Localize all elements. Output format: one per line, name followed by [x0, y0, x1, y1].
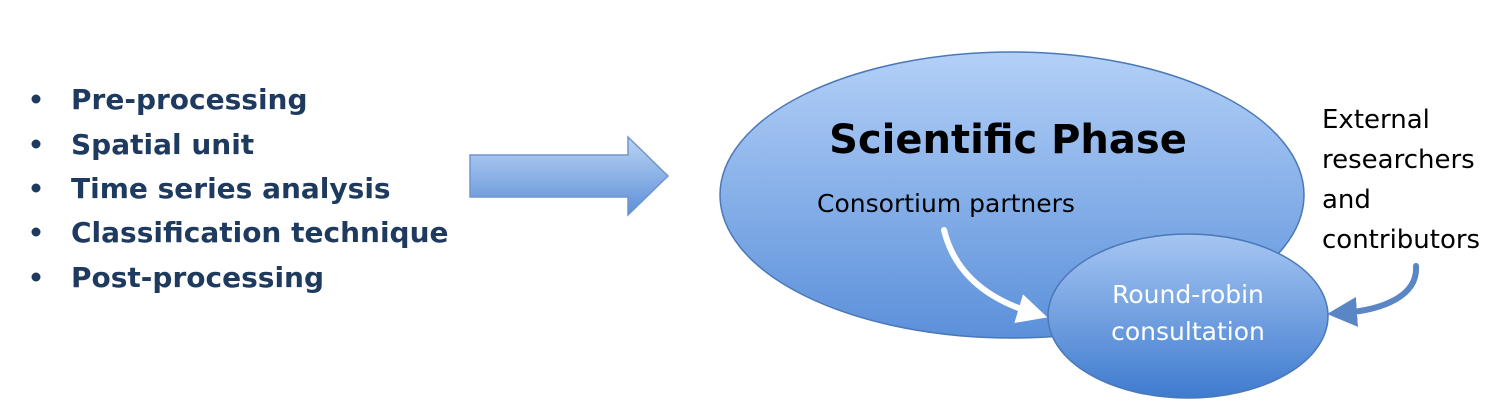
external-label-line: External	[1322, 105, 1430, 135]
bullet-dot	[31, 139, 41, 149]
bullet-label: Post-processing	[71, 261, 324, 294]
bullet-list: Pre-processing Spatial unit Time series …	[31, 83, 449, 294]
external-label-line: researchers	[1322, 145, 1475, 175]
bullet-label: Spatial unit	[71, 128, 254, 161]
bullet-dot	[31, 272, 41, 282]
bullet-item: Time series analysis	[31, 172, 391, 205]
bullet-label: Time series analysis	[71, 172, 391, 205]
scientific-phase-title: Scientific Phase	[829, 117, 1187, 163]
bullet-item: Post-processing	[31, 261, 324, 294]
round-robin-ellipse	[1047, 233, 1329, 399]
bullet-label: Classification technique	[71, 216, 449, 249]
right-arrow-icon	[469, 135, 670, 217]
curved-arrow-internal-icon	[941, 227, 1048, 324]
external-label-line: and	[1322, 185, 1371, 215]
round-robin-line-1: Round-robin	[1112, 280, 1264, 309]
bullet-dot	[31, 227, 41, 237]
external-label: External researchers and contributors	[1322, 105, 1480, 255]
bullet-item: Classification technique	[31, 216, 449, 249]
bullet-label: Pre-processing	[71, 83, 308, 116]
bullet-item: Spatial unit	[31, 128, 254, 161]
bullet-dot	[31, 94, 41, 104]
external-label-line: contributors	[1322, 225, 1480, 255]
bullet-item: Pre-processing	[31, 83, 308, 116]
bullet-dot	[31, 183, 41, 193]
round-robin-line-2: consultation	[1111, 317, 1265, 346]
curved-arrow-external-icon	[1327, 263, 1420, 327]
consortium-partners-label: Consortium partners	[817, 189, 1075, 218]
